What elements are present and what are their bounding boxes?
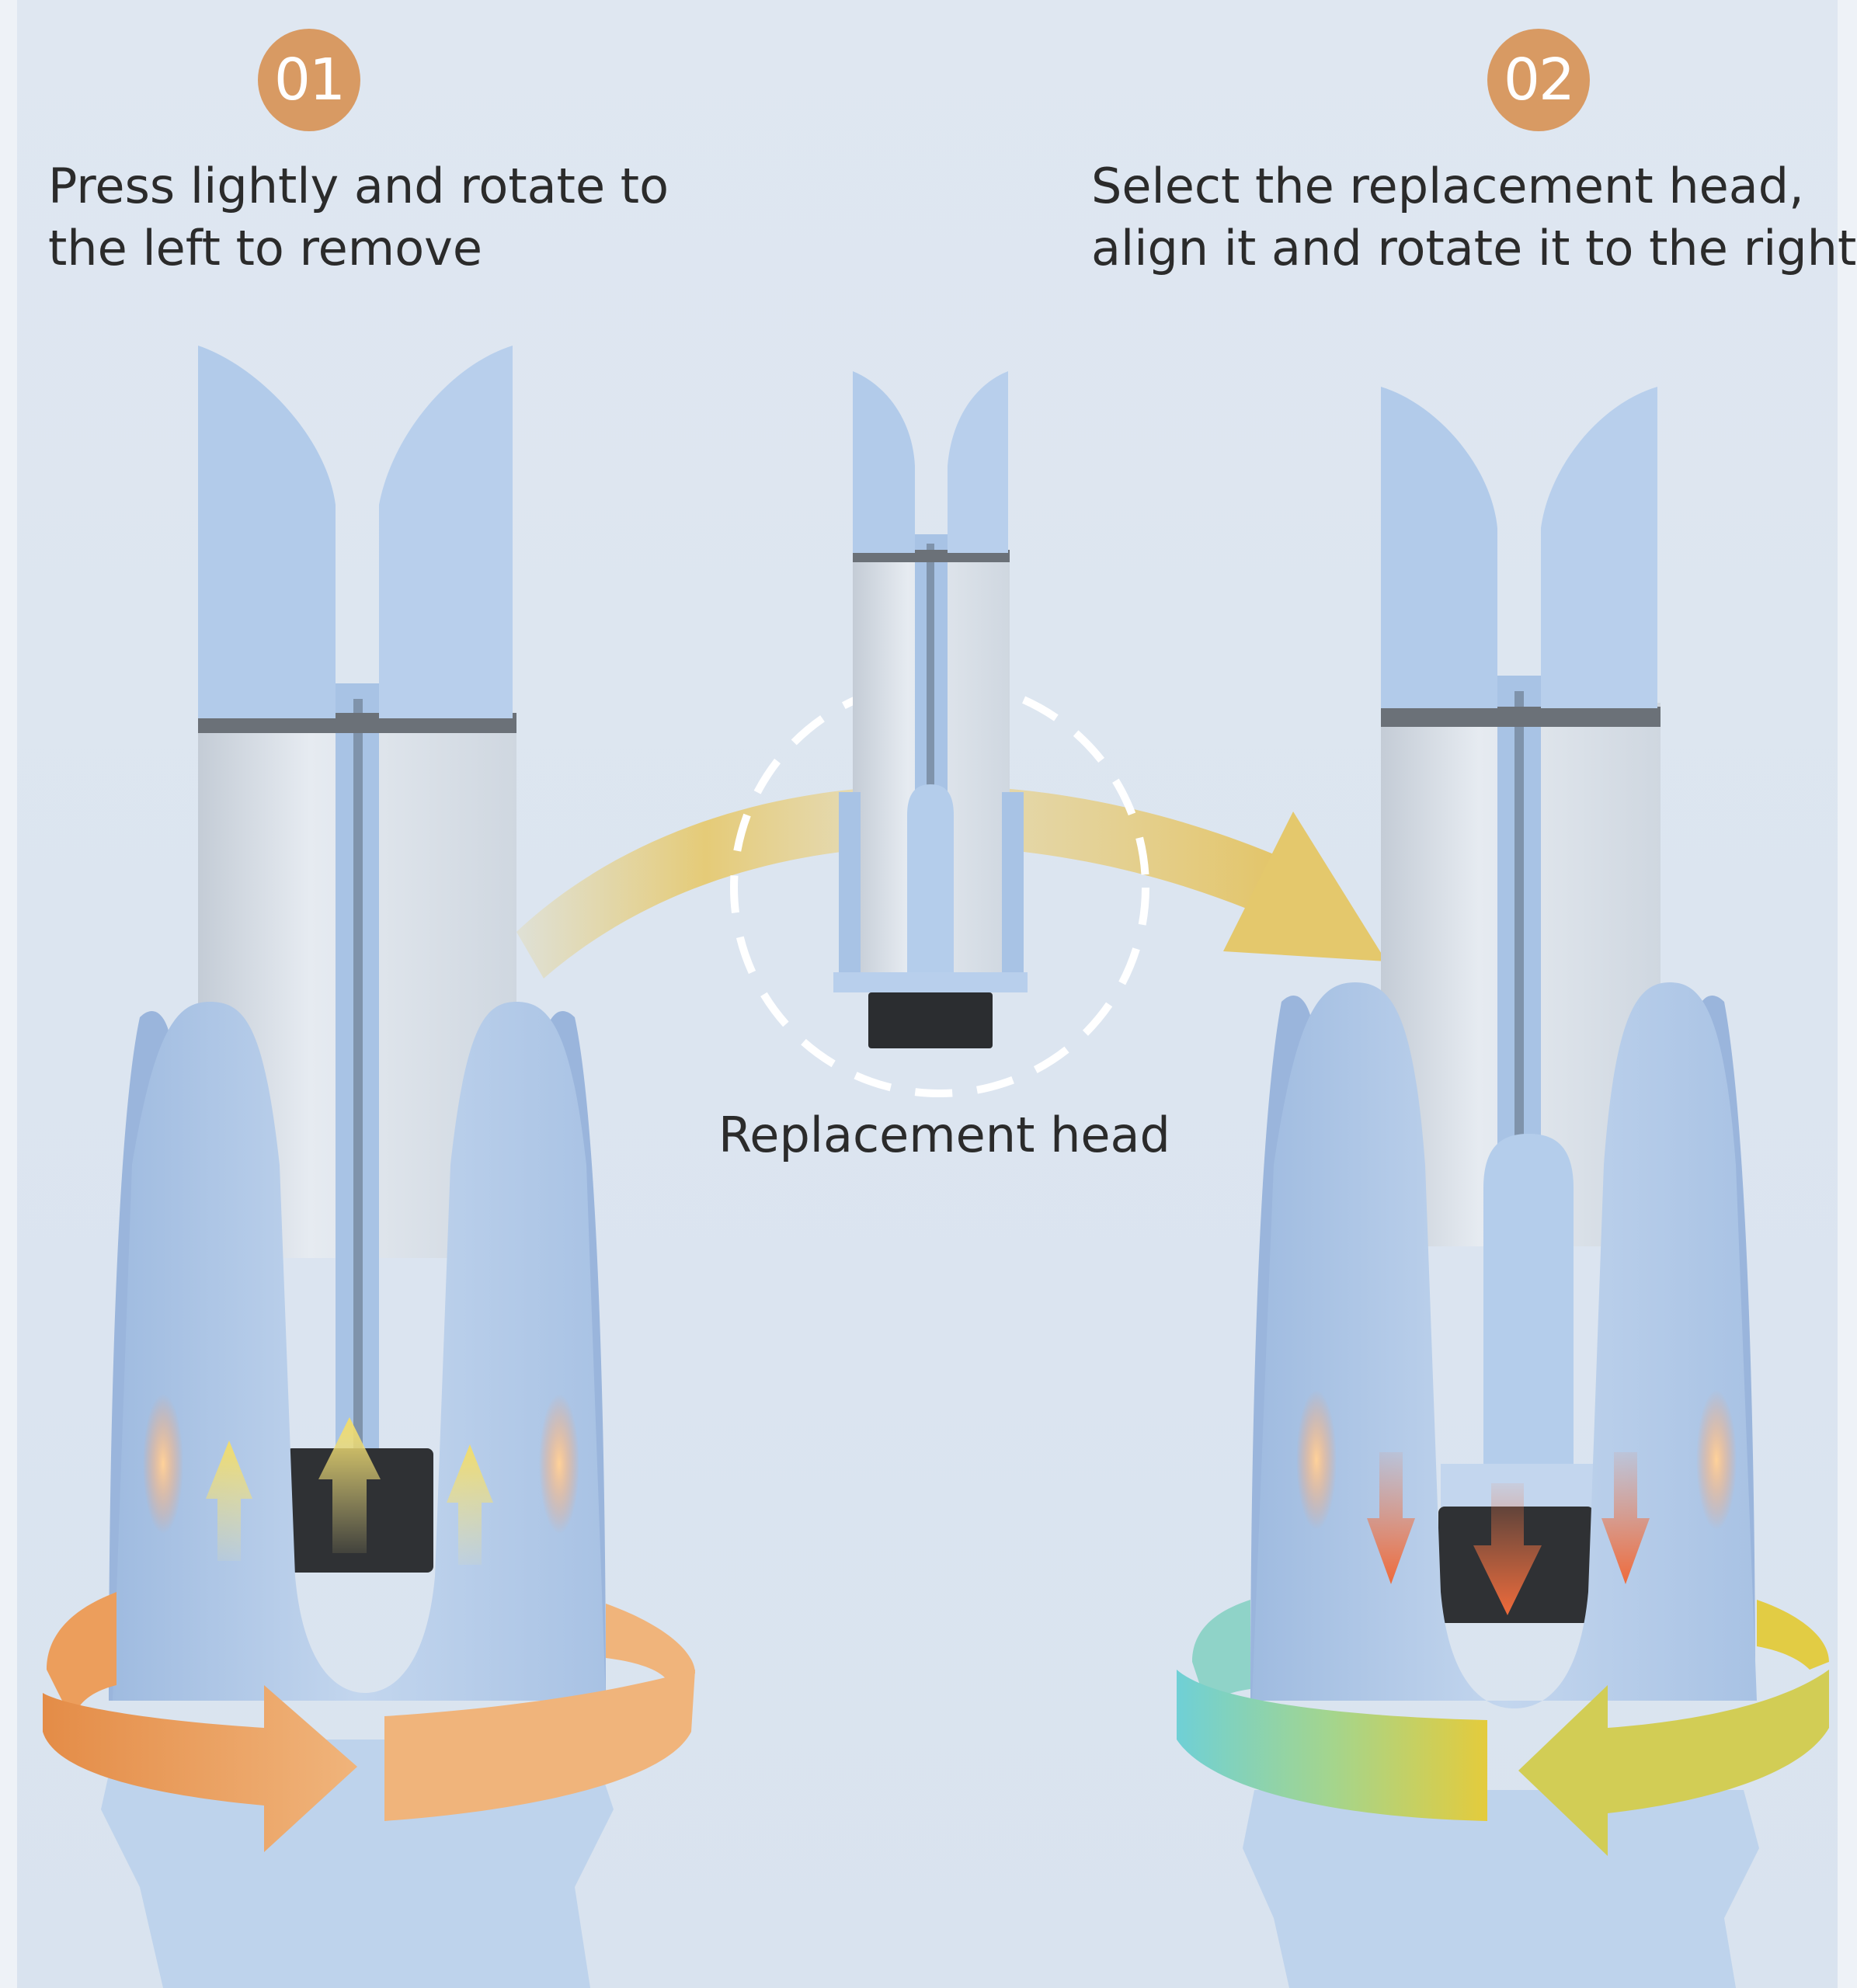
step-caption-line: Select the replacement head, — [1091, 158, 1804, 214]
step-caption: Press lightly and rotate to the left to … — [48, 155, 669, 280]
left-edge — [0, 0, 17, 1988]
step-caption-line: Press lightly and rotate to — [48, 158, 669, 214]
step-number-badge: 01 — [258, 29, 360, 131]
step-number: 02 — [1503, 47, 1575, 113]
rotate-right-ring-icon — [1177, 1600, 1829, 1856]
replacement-head-label: Replacement head — [718, 1107, 1170, 1163]
step-number: 01 — [273, 47, 346, 113]
right-edge — [1838, 0, 1857, 1988]
down-arrow-icon — [1367, 1452, 1650, 1615]
curved-arrow-icon — [516, 785, 1386, 978]
step-caption-line: align it and rotate it to the right — [1091, 220, 1857, 276]
device-left — [43, 346, 695, 1988]
replacement-head — [730, 371, 1149, 1097]
dashed-circle-icon — [730, 678, 1149, 1097]
step-number-badge: 02 — [1487, 29, 1590, 131]
step-caption-line: the left to remove — [48, 220, 482, 276]
up-arrow-icon — [206, 1417, 493, 1565]
device-right — [1177, 387, 1829, 1988]
step-caption: Select the replacement head, align it an… — [1091, 155, 1856, 280]
rotate-left-ring-icon — [43, 1592, 695, 1852]
